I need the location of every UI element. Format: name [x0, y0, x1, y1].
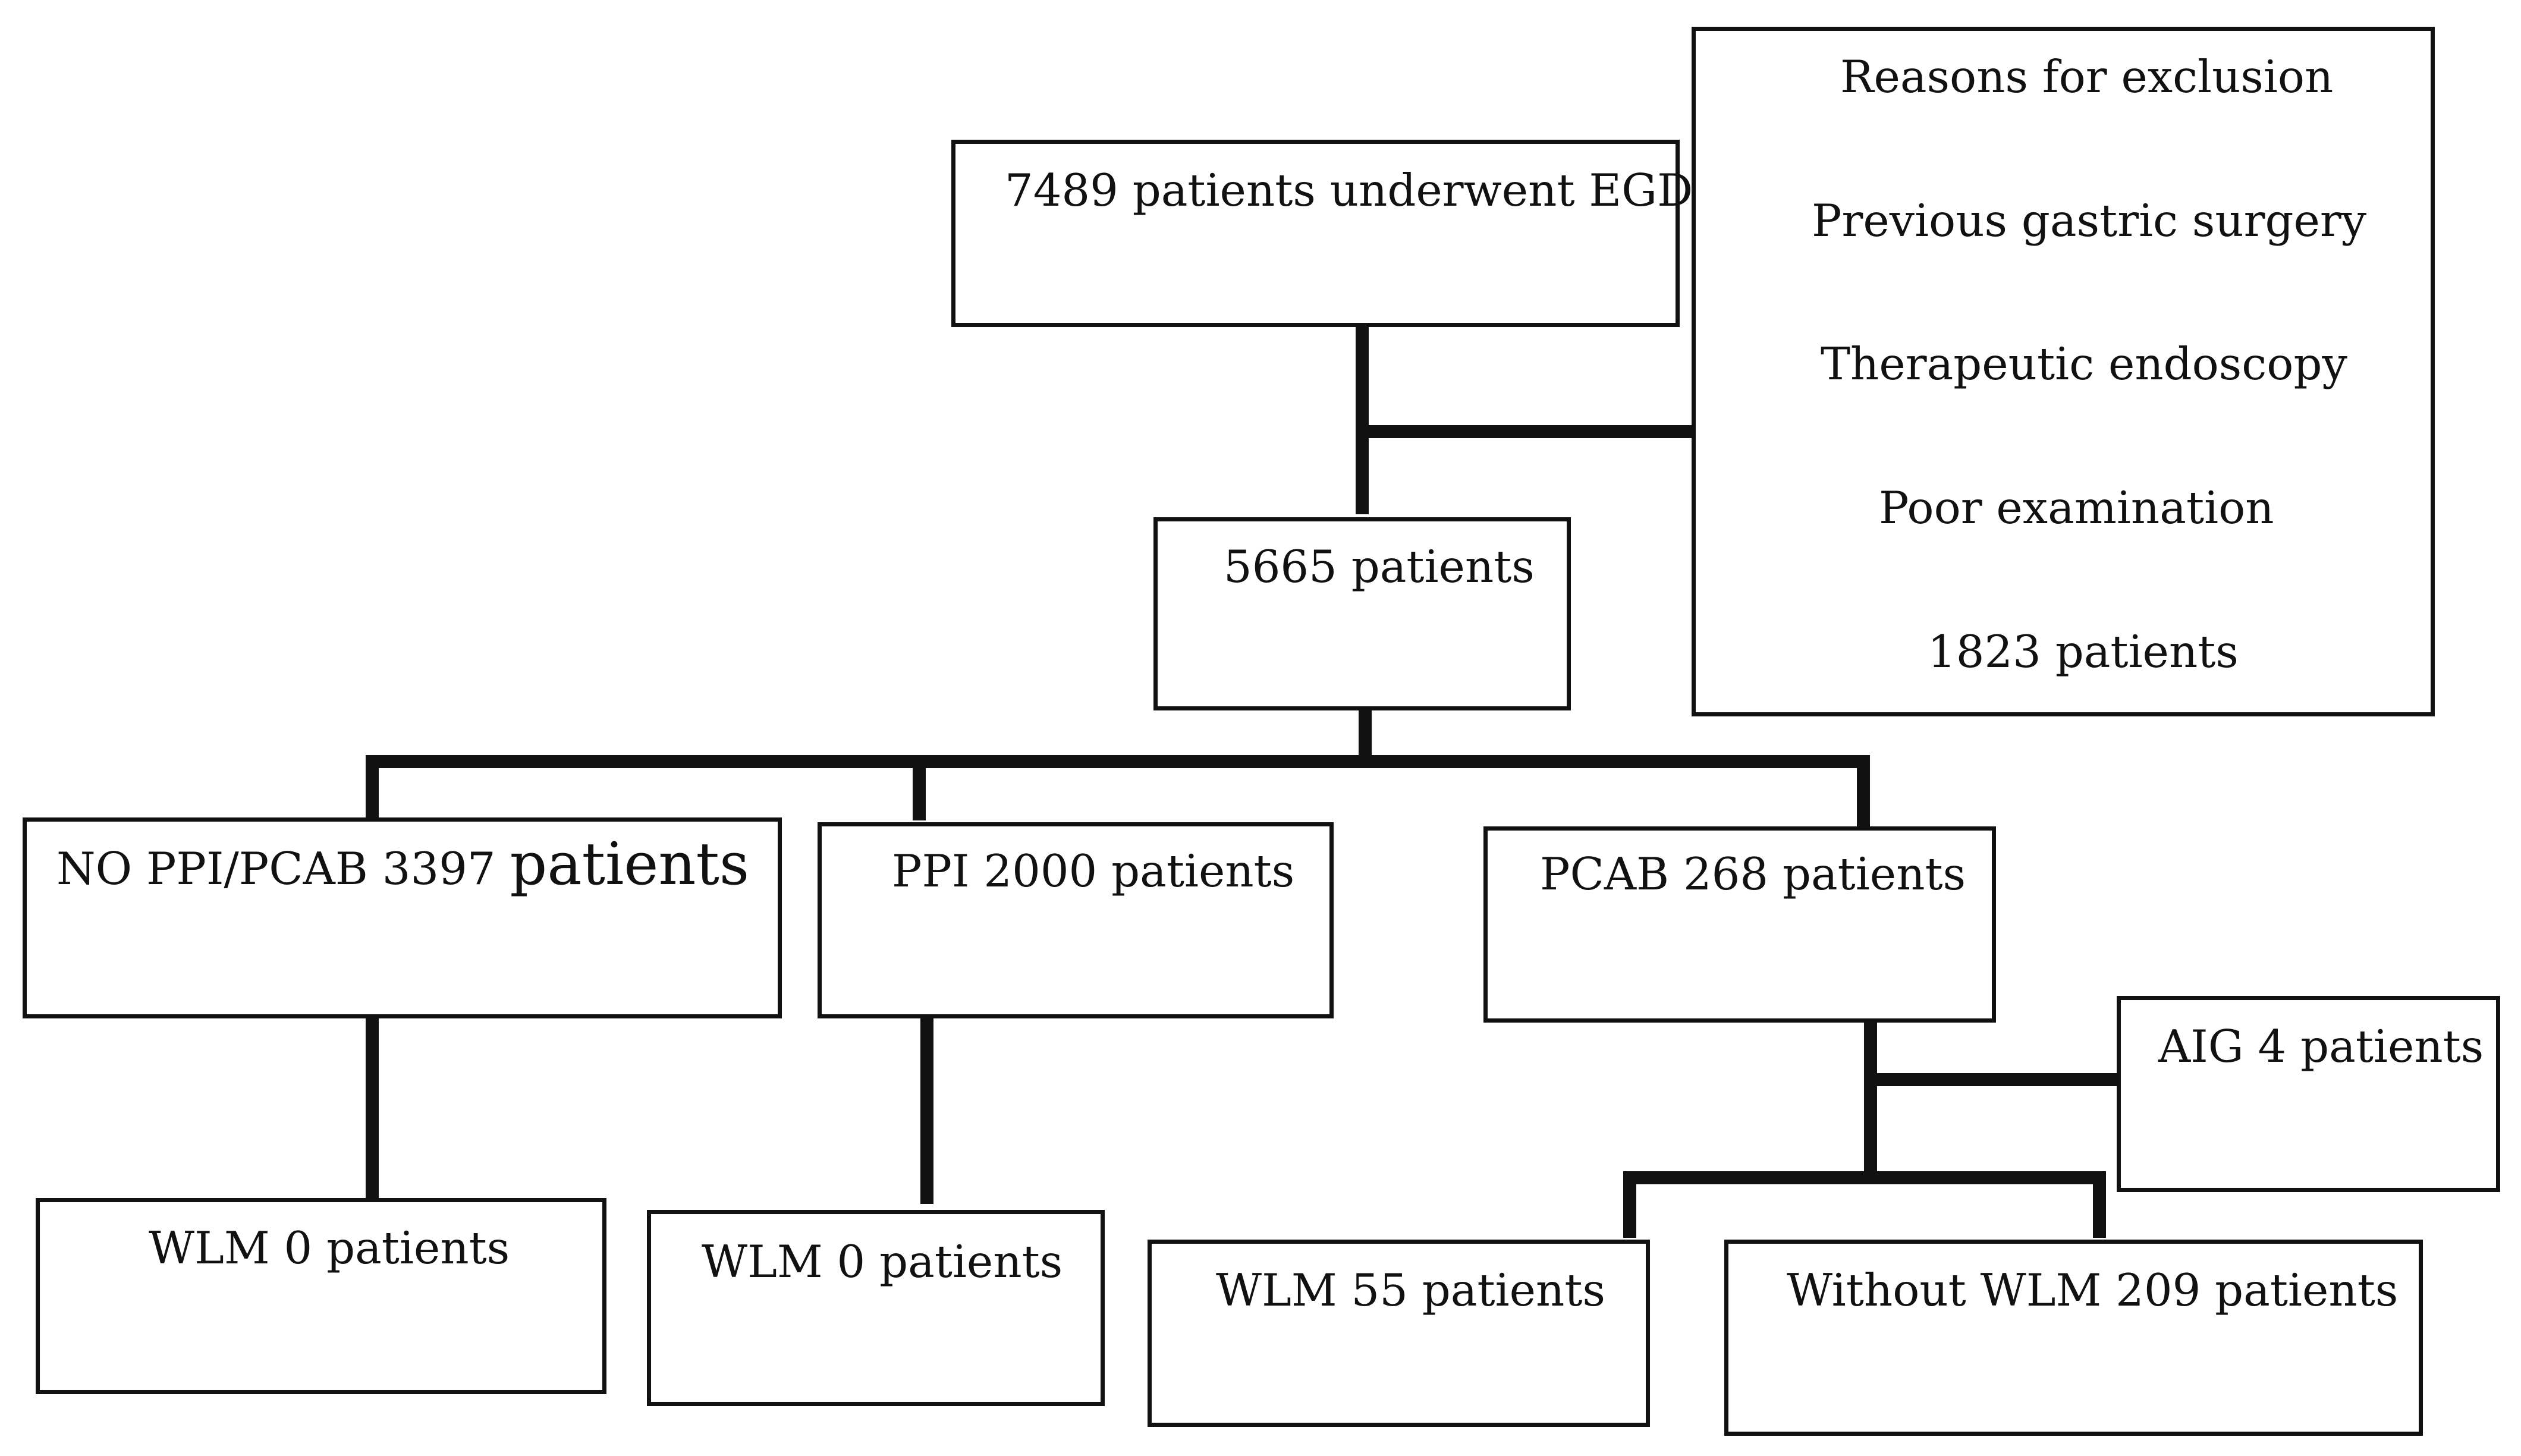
connector-no-ppi-down	[366, 1014, 379, 1204]
ppi-wlm-label: WLM 0 patients	[702, 1235, 1063, 1288]
connector-middle-down	[1359, 707, 1372, 767]
pcab-wlm-label: WLM 55 patients	[1216, 1264, 1605, 1316]
total-egd-label: 7489 patients underwent EGD	[1005, 164, 1693, 216]
aig-label: AIG 4 patients	[2158, 1020, 2484, 1073]
no-ppi-pcab-suffix: patients	[510, 831, 750, 898]
connector-to-without-wlm	[2093, 1171, 2106, 1238]
pcab-label: PCAB 268 patients	[1540, 848, 1966, 900]
exclusion-count: 1823 patients	[1928, 625, 2239, 678]
no-ppi-pcab-label: NO PPI/PCAB 3397 patients	[56, 831, 750, 898]
connector-to-pcab	[1857, 755, 1870, 829]
exclusion-reason-poor-exam: Poor examination	[1879, 482, 2274, 534]
connector-groups-bar	[366, 755, 1870, 768]
exclusion-box	[1692, 27, 2435, 716]
ppi-wlm-box	[647, 1210, 1105, 1406]
pcab-box	[1483, 826, 1996, 1023]
ppi-label: PPI 2000 patients	[892, 845, 1295, 897]
connector-pcab-down	[1864, 999, 1877, 1177]
pcab-wlm-box	[1148, 1240, 1650, 1427]
connector-top-down	[1356, 324, 1369, 514]
connector-to-no-ppi	[366, 755, 379, 817]
pcab-without-wlm-label: Without WLM 209 patients	[1787, 1264, 2399, 1316]
no-ppi-wlm-label: WLM 0 patients	[149, 1222, 510, 1274]
aig-box	[2117, 996, 2500, 1192]
connector-outcomes-bar	[1623, 1171, 2106, 1184]
exclusion-reason-surgery: Previous gastric surgery	[1812, 194, 2367, 247]
connector-to-exclusion	[1356, 425, 1695, 438]
connector-ppi-down	[920, 1014, 933, 1204]
connector-to-wlm-55	[1623, 1171, 1636, 1238]
pcab-without-wlm-box	[1724, 1240, 2423, 1436]
connector-to-ppi	[913, 761, 926, 820]
included-patients-label: 5665 patients	[1224, 540, 1535, 593]
exclusion-reason-therapeutic: Therapeutic endoscopy	[1821, 338, 2347, 390]
no-ppi-pcab-box	[23, 817, 782, 1018]
ppi-box	[818, 822, 1334, 1018]
total-egd-box	[951, 140, 1680, 327]
exclusion-title: Reasons for exclusion	[1840, 51, 2334, 103]
included-patients-box	[1153, 517, 1571, 710]
no-ppi-wlm-box	[36, 1198, 606, 1394]
connector-to-aig	[1864, 1073, 2123, 1086]
